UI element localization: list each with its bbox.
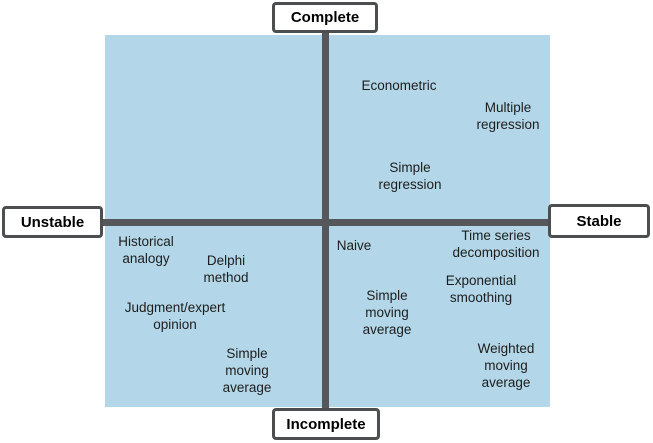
horizontal-axis-line (100, 219, 552, 226)
method-delphi-method: Delphi method (203, 253, 249, 285)
method-judgment-expert-opinion: Judgment/expert opinion (124, 300, 226, 332)
axis-label-unstable: Unstable (2, 206, 103, 238)
axis-label-incomplete: Incomplete (272, 408, 380, 440)
method-weighted-moving-average: Weighted moving average (477, 341, 535, 390)
method-simple-regression: Simple regression (378, 160, 442, 192)
method-naive: Naive (336, 238, 372, 253)
method-time-series-decomposition: Time series decomposition (452, 228, 540, 260)
axis-label-complete: Complete (272, 2, 378, 33)
axis-label-stable: Stable (548, 204, 650, 238)
method-simple-moving-average-unstable: Simple moving average (222, 346, 272, 395)
method-multiple-regression: Multiple regression (476, 100, 540, 132)
method-exponential-smoothing: Exponential smoothing (445, 273, 517, 305)
method-econometric: Econometric (361, 78, 437, 93)
method-historical-analogy: Historical analogy (118, 234, 174, 266)
method-simple-moving-average-stable: Simple moving average (362, 288, 412, 337)
